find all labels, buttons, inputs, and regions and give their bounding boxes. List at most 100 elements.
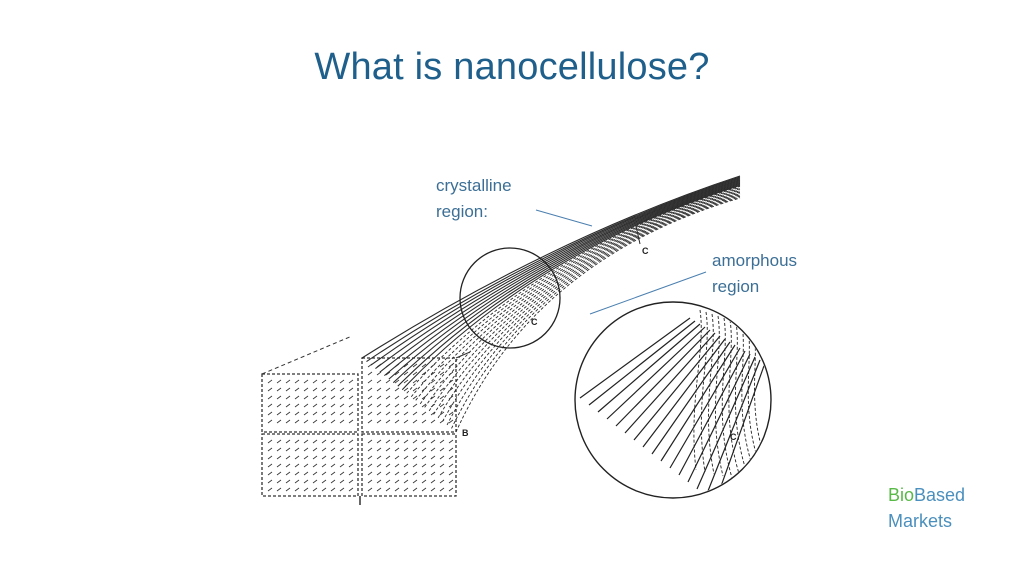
- box-hatch: [339, 447, 345, 452]
- box-hatch: [339, 471, 345, 476]
- box-hatch: [430, 379, 436, 384]
- box-hatch: [421, 447, 427, 452]
- box-hatch: [348, 447, 354, 452]
- box-hatch: [294, 471, 300, 476]
- box-hatch: [285, 471, 291, 476]
- box-hatch: [312, 463, 318, 468]
- box-hatch: [267, 387, 273, 392]
- box-hatch: [294, 447, 300, 452]
- box-hatch: [367, 463, 373, 468]
- box-hatch: [403, 455, 409, 460]
- amorphous-zoom-circle: [574, 301, 772, 499]
- box-perspective-line: [261, 335, 353, 375]
- box-hatch: [348, 487, 354, 492]
- box-hatch: [330, 455, 336, 460]
- box-hatch: [348, 479, 354, 484]
- box-hatch: [339, 487, 345, 492]
- box-hatch: [385, 403, 391, 408]
- fibril-strand: [415, 188, 741, 401]
- slide-title: What is nanocellulose?: [314, 46, 710, 88]
- box-hatch: [312, 471, 318, 476]
- box-hatch: [385, 371, 391, 376]
- fibril-strand: [361, 175, 741, 359]
- box-hatch: [439, 487, 445, 492]
- box-hatch: [403, 395, 409, 400]
- box-cell: [261, 373, 359, 433]
- box-hatch: [448, 403, 454, 408]
- box-hatch: [330, 447, 336, 452]
- box-hatch: [267, 455, 273, 460]
- box-hatch: [403, 463, 409, 468]
- box-hatch: [412, 439, 418, 444]
- box-hatch: [421, 395, 427, 400]
- box-hatch: [303, 479, 309, 484]
- zoom-crystal-line: [624, 332, 716, 434]
- letter-c-top: C: [642, 246, 649, 256]
- box-hatch: [394, 487, 400, 492]
- box-hatch: [394, 479, 400, 484]
- box-hatch: [412, 471, 418, 476]
- box-cell: [261, 433, 359, 497]
- box-hatch: [367, 439, 373, 444]
- box-hatch: [376, 487, 382, 492]
- amorphous-region-label: amorphous region: [712, 248, 797, 300]
- box-hatch: [294, 387, 300, 392]
- box-hatch: [321, 447, 327, 452]
- box-hatch: [348, 387, 354, 392]
- box-hatch: [276, 419, 282, 424]
- microfibril-cross-section-box: [261, 335, 471, 505]
- box-hatch: [367, 371, 373, 376]
- fibril-strand: [375, 178, 741, 370]
- box-hatch: [294, 479, 300, 484]
- box-hatch: [303, 463, 309, 468]
- box-hatch: [285, 479, 291, 484]
- box-hatch: [267, 471, 273, 476]
- fibril-strand: [419, 189, 741, 405]
- box-hatch: [421, 411, 427, 416]
- box-hatch: [394, 395, 400, 400]
- box-hatch: [412, 371, 418, 376]
- box-hatch: [312, 439, 318, 444]
- box-hatch: [376, 463, 382, 468]
- box-hatch: [403, 363, 409, 368]
- box-hatch: [421, 419, 427, 424]
- box-hatch: [330, 487, 336, 492]
- box-hatch: [294, 455, 300, 460]
- box-hatch: [430, 487, 436, 492]
- zoom-amorphous-line: [753, 327, 770, 489]
- box-hatch: [339, 419, 345, 424]
- box-hatch: [367, 487, 373, 492]
- zoom-amorphous-line: [734, 321, 751, 483]
- fibril-strand: [437, 193, 741, 419]
- box-edge: [455, 351, 471, 359]
- box-hatch: [403, 379, 409, 384]
- box-hatch: [348, 471, 354, 476]
- box-hatch: [276, 455, 282, 460]
- box-hatch: [339, 403, 345, 408]
- fibril-strand: [370, 177, 741, 366]
- box-hatch: [294, 379, 300, 384]
- crystalline-label-line-2: region:: [436, 202, 488, 221]
- box-hatch: [367, 403, 373, 408]
- box-hatch: [276, 447, 282, 452]
- box-hatch: [412, 411, 418, 416]
- box-hatch: [321, 463, 327, 468]
- box-hatch: [412, 455, 418, 460]
- box-hatch: [267, 463, 273, 468]
- box-hatch: [267, 395, 273, 400]
- biobased-markets-logo: BioBased Markets: [888, 482, 965, 534]
- box-hatch: [421, 439, 427, 444]
- box-hatch: [267, 439, 273, 444]
- box-hatch: [376, 403, 382, 408]
- box-hatch: [267, 403, 273, 408]
- box-hatch: [367, 479, 373, 484]
- box-hatch: [430, 419, 436, 424]
- box-hatch: [448, 487, 454, 492]
- box-hatch: [321, 395, 327, 400]
- box-hatch: [303, 419, 309, 424]
- box-hatch: [330, 463, 336, 468]
- box-hatch: [430, 439, 436, 444]
- c-pointer: [635, 225, 641, 245]
- box-hatch: [285, 455, 291, 460]
- box-hatch: [294, 403, 300, 408]
